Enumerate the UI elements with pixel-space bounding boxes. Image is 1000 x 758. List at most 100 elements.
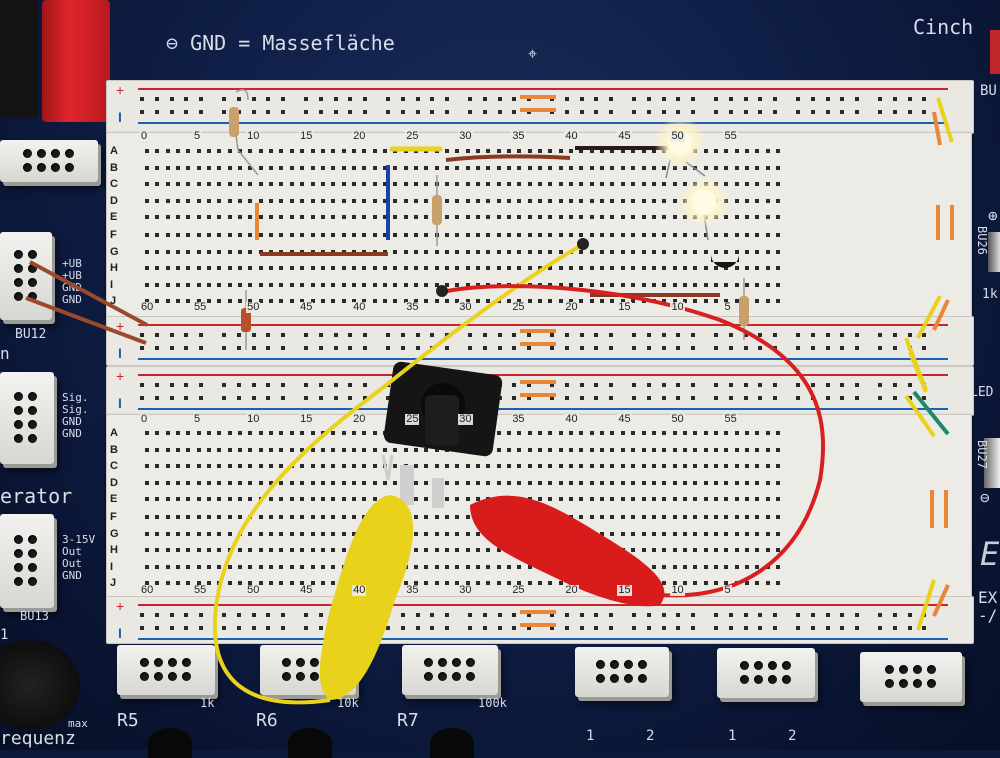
rail-hole[interactable] — [363, 346, 368, 350]
breadboard-hole[interactable] — [444, 531, 449, 536]
breadboard-hole[interactable] — [207, 564, 212, 569]
rail-hole[interactable] — [646, 346, 651, 350]
breadboard-hole[interactable] — [620, 447, 625, 452]
breadboard-hole[interactable] — [300, 581, 305, 585]
breadboard-hole[interactable] — [258, 266, 263, 270]
breadboard-hole[interactable] — [362, 299, 367, 303]
breadboard-hole[interactable] — [496, 480, 501, 485]
breadboard-hole[interactable] — [248, 431, 253, 435]
breadboard-hole[interactable] — [734, 431, 739, 435]
rail-hole[interactable] — [609, 333, 614, 337]
breadboard-hole[interactable] — [569, 464, 574, 468]
breadboard-hole[interactable] — [662, 233, 667, 237]
breadboard-hole[interactable] — [176, 233, 181, 237]
rail-hole[interactable] — [266, 333, 271, 337]
breadboard-hole[interactable] — [176, 531, 181, 536]
rail-hole[interactable] — [796, 383, 800, 387]
rail-hole[interactable] — [497, 613, 502, 617]
breadboard-hole[interactable] — [496, 249, 501, 254]
breadboard-hole[interactable] — [517, 198, 522, 203]
breadboard-hole[interactable] — [476, 182, 481, 186]
rail-hole[interactable] — [184, 396, 189, 400]
rail-hole[interactable] — [184, 383, 189, 387]
rail-hole[interactable] — [743, 396, 748, 400]
breadboard-hole[interactable] — [600, 464, 605, 468]
breadboard-hole[interactable] — [258, 564, 263, 569]
breadboard-hole[interactable] — [507, 299, 512, 303]
rail-hole[interactable] — [266, 383, 271, 387]
breadboard-hole[interactable] — [393, 299, 398, 303]
breadboard-hole[interactable] — [196, 215, 201, 219]
breadboard-hole[interactable] — [300, 198, 305, 203]
breadboard-hole[interactable] — [320, 531, 325, 536]
breadboard-hole[interactable] — [765, 215, 770, 219]
breadboard-hole[interactable] — [744, 149, 749, 153]
breadboard-hole[interactable] — [165, 149, 170, 153]
breadboard-hole[interactable] — [610, 480, 615, 485]
breadboard-hole[interactable] — [455, 266, 460, 270]
breadboard-hole[interactable] — [682, 182, 687, 186]
breadboard-hole[interactable] — [382, 249, 387, 254]
rail-hole[interactable] — [266, 346, 271, 350]
breadboard-hole[interactable] — [351, 464, 356, 468]
breadboard-hole[interactable] — [382, 198, 387, 203]
breadboard-hole[interactable] — [517, 182, 522, 186]
breadboard-hole[interactable] — [207, 497, 212, 501]
breadboard-hole[interactable] — [269, 581, 274, 585]
breadboard-hole[interactable] — [465, 233, 470, 237]
breadboard-hole[interactable] — [207, 480, 212, 485]
rail-hole[interactable] — [855, 346, 860, 350]
breadboard-hole[interactable] — [165, 233, 170, 237]
breadboard-hole[interactable] — [734, 165, 739, 170]
breadboard-hole[interactable] — [372, 299, 377, 303]
breadboard-hole[interactable] — [682, 249, 687, 254]
rail-hole[interactable] — [333, 110, 338, 114]
breadboard-hole[interactable] — [755, 447, 760, 452]
breadboard-hole[interactable] — [765, 581, 770, 585]
breadboard-hole[interactable] — [744, 165, 749, 170]
rail-hole[interactable] — [169, 97, 174, 101]
breadboard-hole[interactable] — [538, 431, 543, 435]
rail-hole[interactable] — [632, 110, 636, 114]
breadboard-hole[interactable] — [320, 564, 325, 569]
breadboard-hole[interactable] — [775, 299, 780, 303]
rail-hole[interactable] — [386, 626, 390, 630]
breadboard-hole[interactable] — [755, 165, 760, 170]
breadboard-hole[interactable] — [145, 299, 149, 303]
breadboard-hole[interactable] — [248, 233, 253, 237]
rail-hole[interactable] — [400, 613, 405, 617]
rail-hole[interactable] — [840, 333, 845, 337]
rail-hole[interactable] — [304, 97, 308, 101]
breadboard-hole[interactable] — [289, 480, 294, 485]
breadboard-hole[interactable] — [269, 249, 274, 254]
breadboard-hole[interactable] — [424, 531, 429, 536]
breadboard-hole[interactable] — [703, 531, 708, 536]
breadboard-hole[interactable] — [465, 149, 470, 153]
breadboard-hole[interactable] — [569, 299, 574, 303]
rail-hole[interactable] — [661, 613, 666, 617]
rail-hole[interactable] — [550, 396, 554, 400]
breadboard-hole[interactable] — [145, 249, 149, 254]
rail-hole[interactable] — [550, 626, 554, 630]
breadboard-hole[interactable] — [320, 198, 325, 203]
rail-hole[interactable] — [825, 626, 830, 630]
breadboard-hole[interactable] — [155, 515, 160, 519]
connector-socket-hole[interactable] — [28, 563, 37, 572]
connector-socket-hole[interactable] — [37, 163, 46, 172]
breadboard-hole[interactable] — [455, 480, 460, 485]
breadboard-hole[interactable] — [186, 515, 191, 519]
rail-hole[interactable] — [550, 613, 554, 617]
breadboard-hole[interactable] — [713, 447, 718, 452]
rail-hole[interactable] — [222, 383, 226, 387]
breadboard-hole[interactable] — [538, 165, 543, 170]
breadboard-hole[interactable] — [248, 531, 253, 536]
rail-hole[interactable] — [773, 626, 778, 630]
rail-hole[interactable] — [348, 333, 353, 337]
rail-hole[interactable] — [251, 346, 256, 350]
rail-hole[interactable] — [564, 110, 569, 114]
rail-hole[interactable] — [892, 383, 897, 387]
breadboard-hole[interactable] — [517, 249, 522, 254]
breadboard-hole[interactable] — [662, 249, 667, 254]
rail-hole[interactable] — [154, 346, 159, 350]
connector-socket-hole[interactable] — [23, 149, 32, 158]
